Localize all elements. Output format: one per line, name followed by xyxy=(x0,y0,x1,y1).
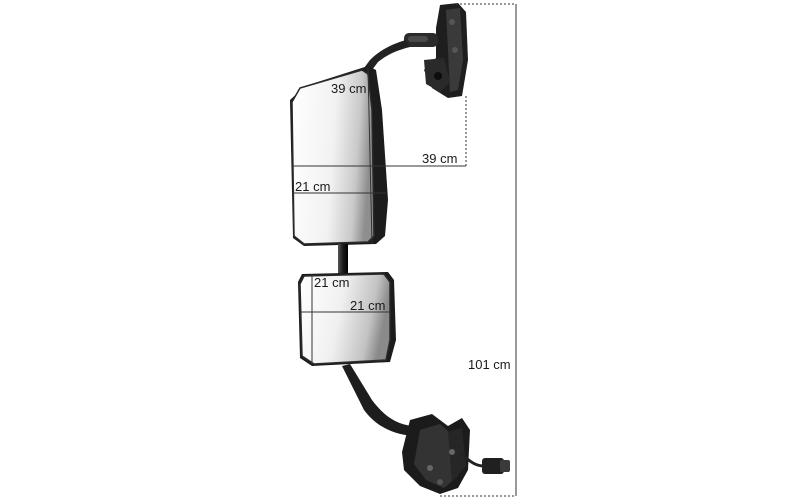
lower-mount-bracket xyxy=(402,414,470,494)
wide-angle-mirror-glass xyxy=(299,273,391,365)
upper-mount-bracket xyxy=(404,3,468,98)
main-mirror-width-label: 21 cm xyxy=(295,179,331,194)
wiring-connector xyxy=(460,452,510,474)
dimension-lines xyxy=(292,3,517,497)
main-mirror xyxy=(290,66,388,246)
wide-angle-width-label: 21 cm xyxy=(350,298,386,313)
upper-arm xyxy=(364,40,410,70)
main-mirror-height-label: 39 cm xyxy=(331,81,367,96)
main-mirror-glass xyxy=(291,69,375,245)
lower-arm xyxy=(342,364,412,436)
total-height-label: 101 cm xyxy=(468,357,511,372)
wide-angle-mirror xyxy=(298,272,396,366)
connecting-rod xyxy=(338,244,348,274)
main-height-line xyxy=(367,67,373,245)
arm-reach-width-label: 39 cm xyxy=(422,151,458,166)
wide-angle-height-label: 21 cm xyxy=(314,275,350,290)
